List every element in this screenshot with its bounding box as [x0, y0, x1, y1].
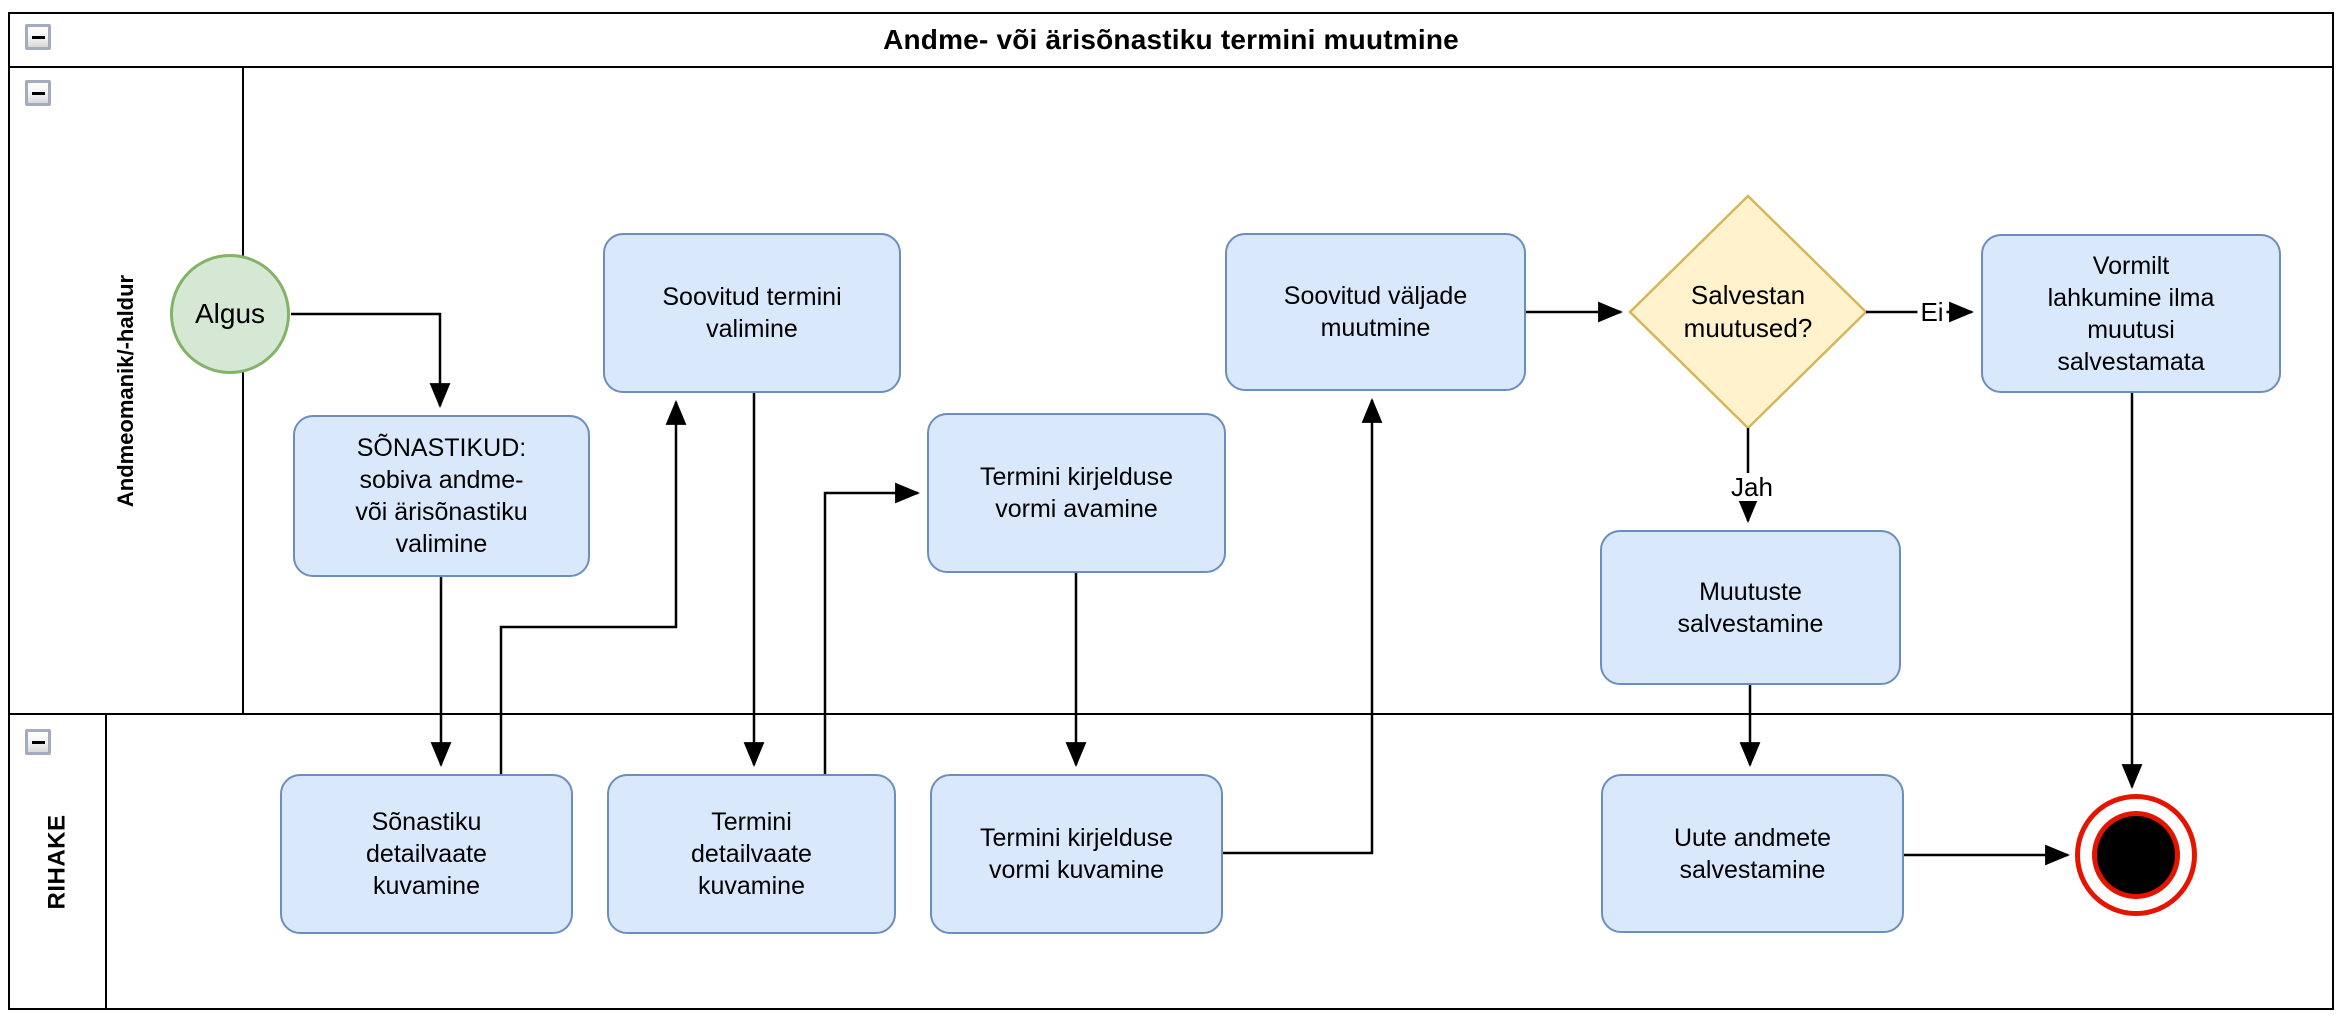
task-label: SÕNASTIKUD: sobiva andme- või ärisõnasti…: [355, 434, 528, 558]
lane-rihake-label-strip[interactable]: RIHAKE: [10, 715, 108, 1008]
task-label: Soovitud termini valimine: [662, 283, 842, 343]
task-uute-andmete-salvestamine[interactable]: Uute andmete salvestamine: [1601, 774, 1904, 933]
task-sonastiku-detailvaate-kuvamine[interactable]: Sõnastiku detailvaate kuvamine: [280, 774, 573, 934]
task-soovitud-termini-valimine[interactable]: Soovitud termini valimine: [603, 233, 901, 393]
lane-andmeomanik-label-strip[interactable]: Andmeomanik/-haldur: [10, 68, 245, 713]
flow-start-to-sonastikud[interactable]: [291, 312, 451, 409]
end-event-inner-circle: [2092, 811, 2180, 899]
flow-termini-detailvaade-to-vormi-avamine[interactable]: [823, 482, 921, 774]
lane-andmeomanik-collapse-button[interactable]: [25, 80, 51, 106]
flow-vormi-kuvamine-to-valjade-muutmine[interactable]: [1223, 397, 1383, 855]
task-label: Termini kirjelduse vormi avamine: [979, 463, 1174, 523]
task-label: Vormilt lahkumine ilma muutusi salvestam…: [2047, 251, 2215, 376]
pool-title: Andme- või ärisõnastiku termini muutmine: [883, 24, 1459, 55]
minus-icon: [31, 35, 45, 39]
task-sonastikud-valimine[interactable]: SÕNASTIKUD: sobiva andme- või ärisõnasti…: [293, 415, 590, 577]
task-label: Termini kirjelduse vormi kuvamine: [979, 824, 1174, 884]
minus-icon: [31, 91, 45, 95]
lane-andmeomanik: Andmeomanik/-haldur: [10, 68, 2332, 715]
task-label: Sõnastiku detailvaate kuvamine: [366, 808, 487, 900]
gateway-salvestan-muutused[interactable]: [1628, 194, 1868, 430]
task-termini-kirjelduse-vormi-avamine[interactable]: Termini kirjelduse vormi avamine: [927, 413, 1226, 573]
start-event[interactable]: Algus: [170, 254, 290, 374]
edge-label-jah: Jah: [1728, 473, 1776, 501]
lane-rihake-collapse-button[interactable]: [25, 729, 51, 755]
minus-icon: [31, 740, 45, 744]
lane-rihake: RIHAKE: [10, 715, 2332, 1008]
edge-label-ei: Ei: [1917, 298, 1947, 326]
start-event-label: Algus: [194, 298, 266, 329]
pool-title-row: Andme- või ärisõnastiku termini muutmine: [10, 14, 2332, 68]
flow-sonastiku-detailvaade-to-termini-valimine[interactable]: [499, 399, 687, 774]
pool-collapse-button[interactable]: [25, 24, 51, 50]
task-vormilt-lahkumine[interactable]: Vormilt lahkumine ilma muutusi salvestam…: [1981, 234, 2281, 393]
task-termini-kirjelduse-vormi-kuvamine[interactable]: Termini kirjelduse vormi kuvamine: [930, 774, 1223, 934]
task-termini-detailvaate-kuvamine[interactable]: Termini detailvaate kuvamine: [607, 774, 896, 934]
end-event[interactable]: [2075, 794, 2197, 916]
task-soovitud-valjade-muutmine[interactable]: Soovitud väljade muutmine: [1225, 233, 1526, 391]
task-muutuste-salvestamine[interactable]: Muutuste salvestamine: [1600, 530, 1901, 685]
task-label: Uute andmete salvestamine: [1673, 823, 1832, 884]
task-label: Muutuste salvestamine: [1677, 577, 1824, 638]
task-label: Termini detailvaate kuvamine: [691, 808, 812, 900]
task-label: Soovitud väljade muutmine: [1283, 282, 1468, 342]
